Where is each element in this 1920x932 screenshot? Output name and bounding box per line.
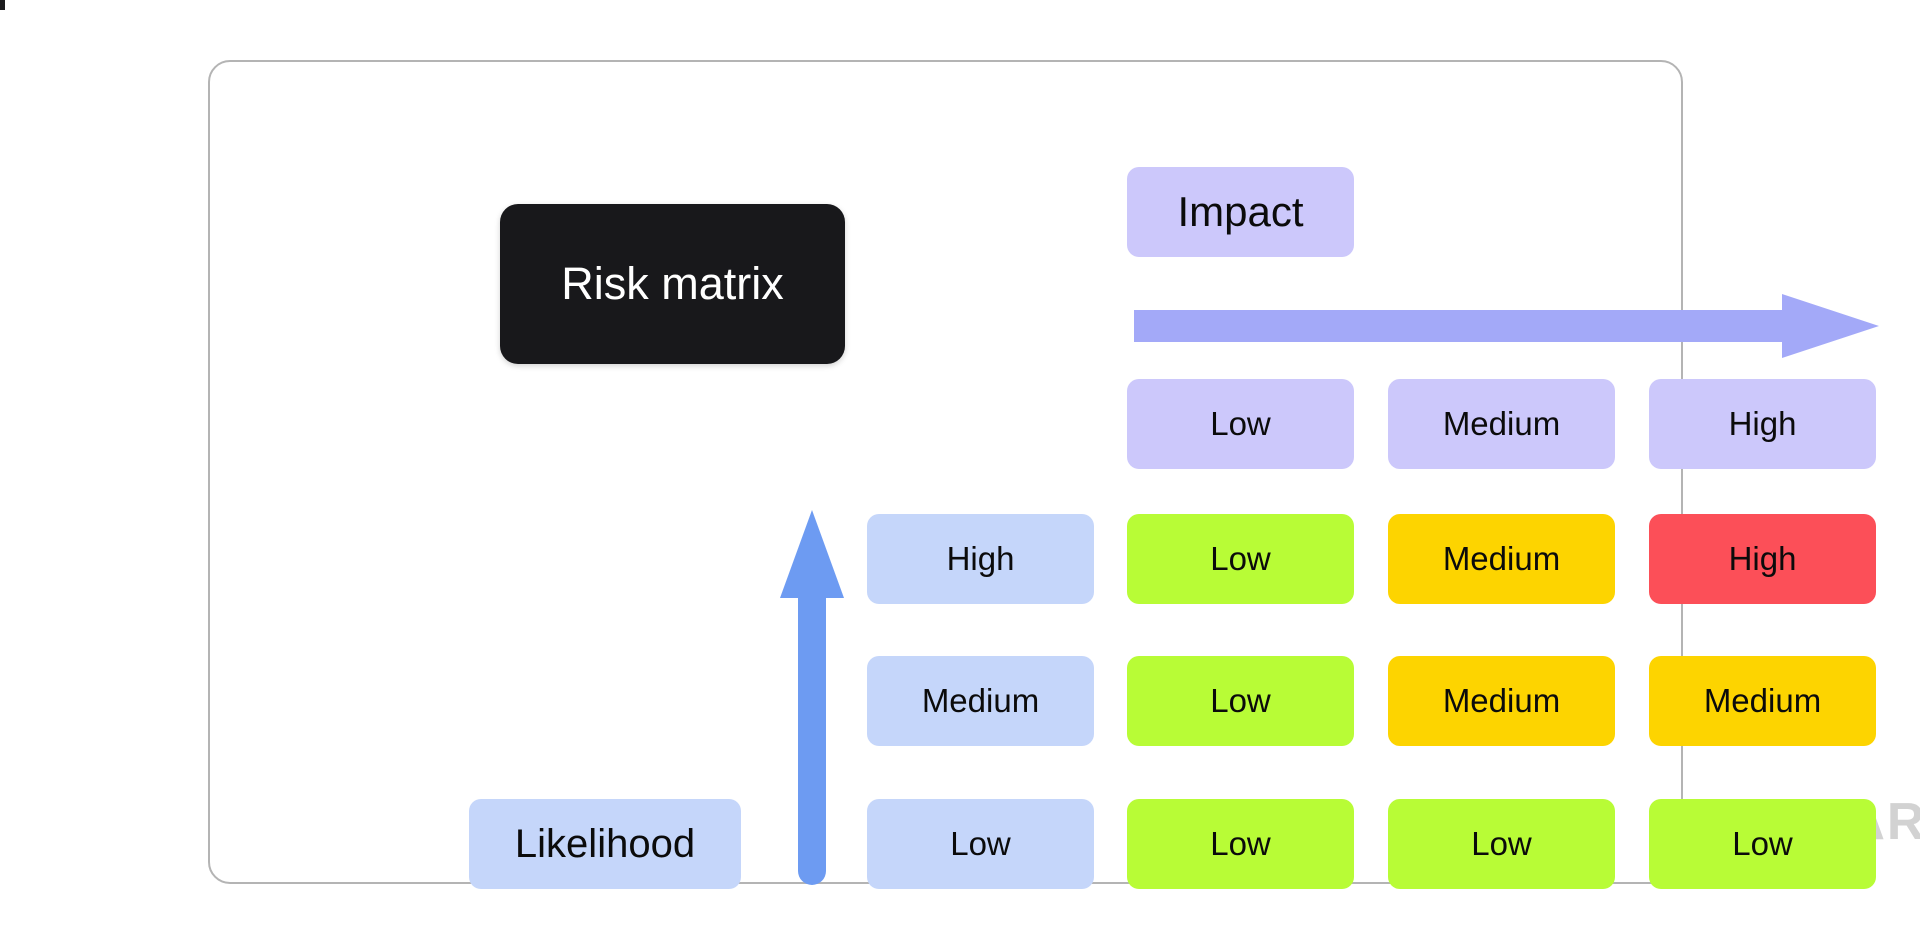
top-left-tick-mark xyxy=(0,0,5,10)
impact-axis-label: Impact xyxy=(1127,167,1354,257)
matrix-cell: High xyxy=(1649,514,1876,604)
matrix-cell: Medium xyxy=(1388,514,1615,604)
matrix-cell: Low xyxy=(1127,799,1354,889)
matrix-cell: Low xyxy=(1649,799,1876,889)
arrow-up-icon xyxy=(780,510,844,900)
column-header-high: High xyxy=(1649,379,1876,469)
row-header-medium: Medium xyxy=(867,656,1094,746)
risk-matrix-card: Risk matrix Impact Low Medium High High … xyxy=(208,60,1920,889)
matrix-cell: Low xyxy=(1127,656,1354,746)
page-title: Risk matrix xyxy=(500,204,845,364)
row-header-high: High xyxy=(867,514,1094,604)
matrix-cell: Medium xyxy=(1388,656,1615,746)
matrix-cell: Medium xyxy=(1649,656,1876,746)
row-header-low: Low xyxy=(867,799,1094,889)
matrix-cell: Low xyxy=(1127,514,1354,604)
column-header-low: Low xyxy=(1127,379,1354,469)
likelihood-axis-label: Likelihood xyxy=(469,799,741,889)
column-header-medium: Medium xyxy=(1388,379,1615,469)
arrow-right-icon xyxy=(1134,294,1879,358)
matrix-cell: Low xyxy=(1388,799,1615,889)
